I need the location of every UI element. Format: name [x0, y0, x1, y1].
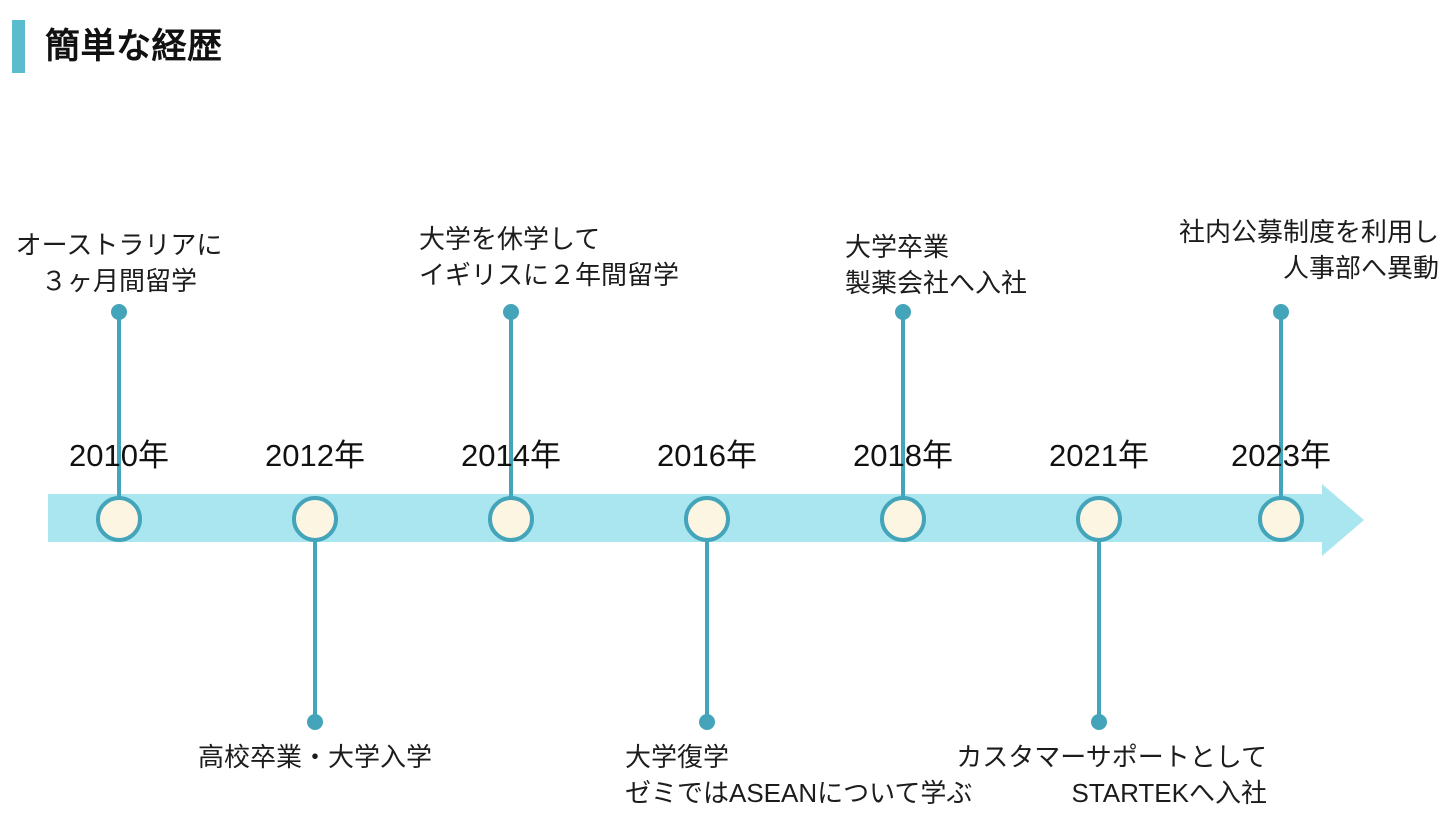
connector-dot-icon [503, 304, 519, 320]
year-label: 2016年 [657, 438, 757, 473]
caption-line: 製薬会社へ入社 [845, 267, 1028, 298]
connector-dot-icon [1091, 714, 1107, 730]
connector-dot-icon [111, 304, 127, 320]
milestone-caption: 高校卒業・大学入学 [198, 740, 432, 776]
connector-dot-icon [1273, 304, 1289, 320]
connector-line [705, 518, 709, 726]
caption-line: 社内公募制度を利用し [1178, 217, 1439, 247]
milestone-caption: 大学復学ゼミではASEANについて学ぶ [625, 740, 972, 812]
connector-line [313, 518, 317, 726]
connector-line [509, 312, 513, 502]
caption-line: ゼミではASEANについて学ぶ [625, 777, 973, 808]
title-accent-bar [12, 19, 25, 73]
page-title-text: 簡単な経歴 [45, 26, 223, 66]
timeline-node-circle[interactable] [488, 496, 534, 542]
connector-dot-icon [895, 304, 911, 320]
timeline-node-circle[interactable] [1076, 496, 1122, 542]
year-label: 2014年 [461, 438, 561, 473]
caption-line: 高校卒業・大学入学 [197, 742, 433, 772]
timeline-node-circle[interactable] [1258, 496, 1304, 542]
connector-dot-icon [699, 714, 715, 730]
timeline-node-circle[interactable] [292, 496, 338, 542]
caption-line: STARTEKへ入社 [1071, 777, 1267, 808]
timeline-node-circle[interactable] [684, 496, 730, 542]
connector-line [1097, 518, 1101, 726]
milestone-caption: カスタマーサポートとして STARTEKへ入社 [956, 740, 1267, 812]
caption-line: 大学復学 [625, 742, 730, 772]
connector-line [117, 312, 121, 502]
year-label: 2023年 [1231, 438, 1331, 473]
year-label: 2012年 [265, 438, 365, 473]
caption-line: 人事部へ異動 [1282, 252, 1439, 283]
connector-line [901, 312, 905, 502]
caption-line: 大学を休学して [419, 224, 601, 254]
milestone-caption: 大学を休学してイギリスに２年間留学 [419, 222, 679, 294]
year-label: 2018年 [853, 438, 953, 473]
caption-line: 大学卒業 [845, 232, 950, 262]
timeline-node-circle[interactable] [96, 496, 142, 542]
milestone-caption: オーストラリアに ３ヶ月間留学 [16, 228, 223, 300]
page-title: 簡単な経歴 [12, 18, 223, 74]
timeline-node-circle[interactable] [880, 496, 926, 542]
caption-line: カスタマーサポートとして [956, 742, 1267, 772]
connector-dot-icon [307, 714, 323, 730]
connector-line [1279, 312, 1283, 502]
year-label: 2010年 [69, 438, 169, 473]
caption-line: オーストラリアに [15, 230, 223, 260]
milestone-caption: 大学卒業製薬会社へ入社 [845, 230, 1027, 302]
milestone-caption: 社内公募制度を利用し人事部へ異動 [1179, 215, 1439, 287]
caption-line: ３ヶ月間留学 [40, 265, 198, 296]
year-label: 2021年 [1049, 438, 1149, 473]
caption-line: イギリスに２年間留学 [419, 259, 680, 290]
